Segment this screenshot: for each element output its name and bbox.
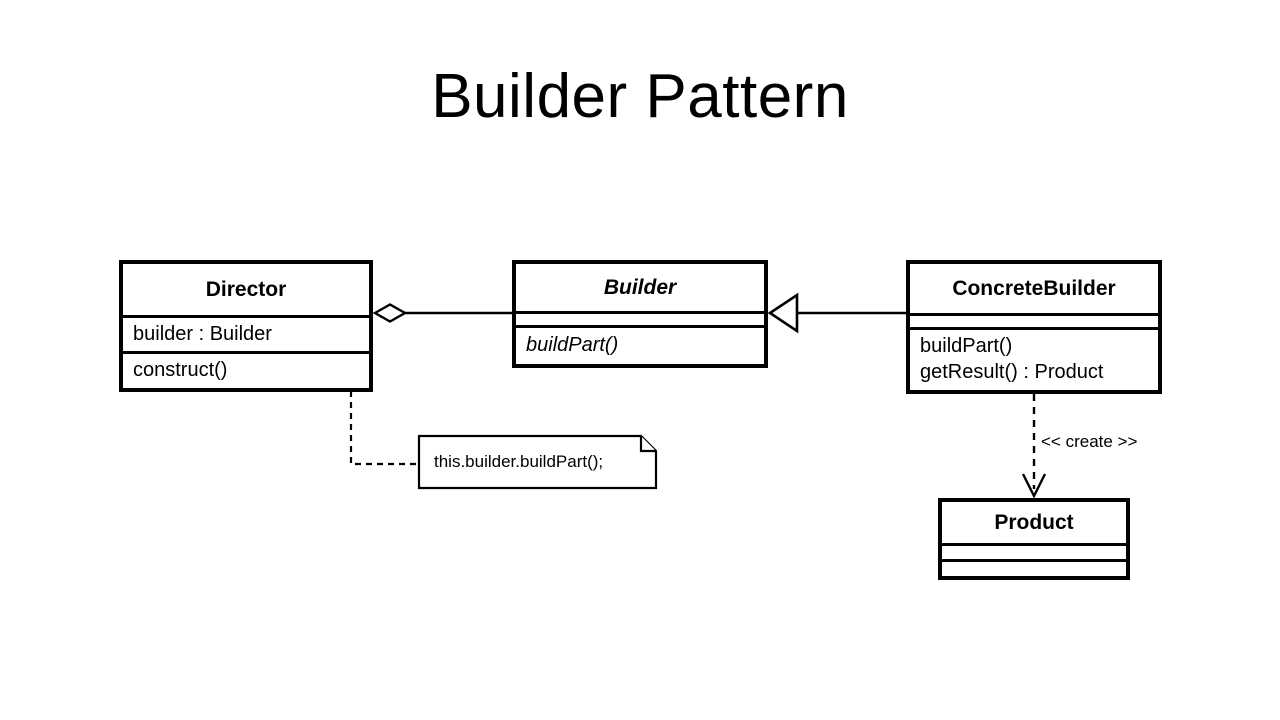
class-name-product: Product [994, 510, 1074, 534]
class-attribute: builder : Builder [133, 322, 272, 345]
class-operations-compartment: buildPart() getResult() : Product [910, 326, 1158, 390]
class-name-compartment: Director [123, 264, 369, 315]
class-operations-compartment [942, 559, 1126, 576]
class-operations-compartment: construct() [123, 351, 369, 389]
class-operations-compartment: buildPart() [516, 324, 764, 364]
class-name-director: Director [205, 277, 287, 301]
class-operation: construct() [133, 359, 228, 382]
class-attributes-compartment [942, 542, 1126, 560]
generalization-triangle-icon [767, 292, 799, 334]
class-name-builder: Builder [603, 276, 677, 300]
class-attributes-compartment: builder : Builder [123, 314, 369, 352]
uml-class-director[interactable]: Director builder : Builder construct() [119, 260, 373, 392]
class-operation: getResult() : Product [920, 360, 1104, 383]
class-name-concretebuilder: ConcreteBuilder [952, 277, 1116, 301]
dependency-label-create: << create >> [1041, 432, 1138, 451]
class-operation: buildPart() [526, 334, 619, 357]
class-attributes-compartment [516, 311, 764, 325]
edge-generalization-concretebuilder-builder [767, 292, 906, 334]
class-name-compartment: Product [942, 502, 1126, 543]
edge-dependency-concretebuilder-product [1021, 394, 1047, 499]
uml-class-product[interactable]: Product [938, 498, 1130, 580]
class-name-compartment: Builder [516, 264, 764, 312]
dependency-open-arrowhead-icon [1021, 473, 1047, 499]
aggregation-diamond-icon [372, 303, 408, 323]
note-folded-corner-icon [639, 436, 656, 453]
page-title: Builder Pattern [431, 62, 849, 131]
uml-class-concretebuilder[interactable]: ConcreteBuilder buildPart() getResult() … [906, 260, 1162, 394]
uml-class-builder[interactable]: Builder buildPart() [512, 260, 768, 368]
note-anchor-dashed-line [349, 380, 418, 466]
note-shape [417, 434, 658, 490]
note-text: this.builder.buildPart(); [434, 452, 604, 471]
class-attributes-compartment [910, 313, 1158, 327]
class-operation: buildPart() [920, 335, 1013, 358]
edge-aggregation-director-builder [372, 303, 512, 323]
class-name-compartment: ConcreteBuilder [910, 264, 1158, 314]
note-outline [417, 434, 658, 490]
uml-note[interactable]: this.builder.buildPart(); [418, 435, 657, 489]
